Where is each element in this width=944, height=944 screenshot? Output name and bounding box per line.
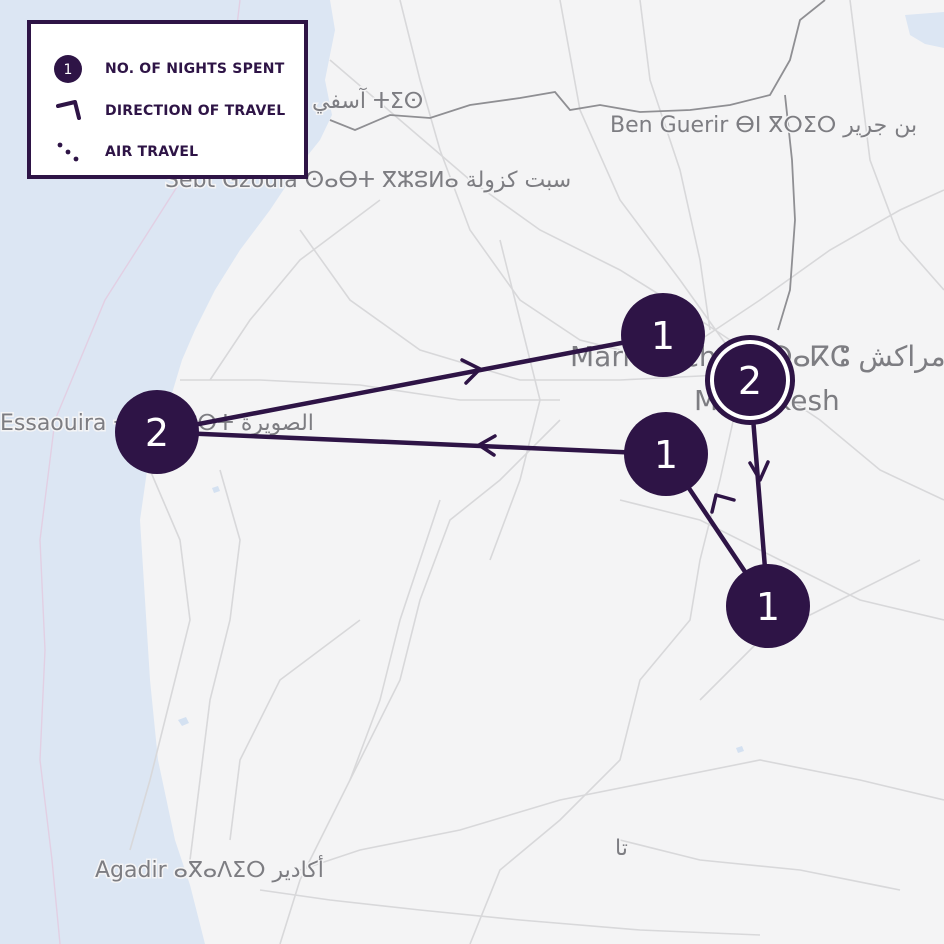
- legend-direction-label: DIRECTION OF TRAVEL: [105, 103, 286, 119]
- legend-row-direction: DIRECTION OF TRAVEL: [31, 96, 285, 126]
- direction-chevron-icon: [56, 100, 81, 120]
- label-safi: آسفي ⵜⵉⵙ: [312, 87, 423, 114]
- legend-nights-label: NO. OF NIGHTS SPENT: [105, 61, 285, 77]
- atlantic-ocean: [0, 0, 335, 944]
- route-essaouira-to-north: [154, 332, 666, 435]
- label-ben-guerir: Ben Guerir ⴱⵏ ⴳⵔⵉⵔ بن جرير: [610, 113, 917, 138]
- stop-marker: [621, 293, 705, 377]
- label-ta: تا: [615, 836, 628, 861]
- stop-nights: 1: [654, 433, 678, 477]
- map-legend: 1 NO. OF NIGHTS SPENT DIRECTION OF TRAVE…: [27, 20, 308, 179]
- stop-nights: 2: [738, 359, 762, 403]
- legend-row-air: AIR TRAVEL: [31, 137, 198, 167]
- route-west-to-essaouira: [154, 429, 669, 457]
- stop-marker: [726, 564, 810, 648]
- direction-arrow-south: [748, 460, 770, 482]
- stop-marrakesh-west[interactable]: 1: [624, 412, 708, 496]
- label-sebt-gzoula: Sebt Gzoula ⵙⴰⴱⵜ ⴳⵣⵓⵍⴰ سبت كزولة: [165, 168, 571, 193]
- direction-arrow-east: [460, 358, 482, 385]
- stop-marrakesh[interactable]: 2: [705, 335, 795, 425]
- regional-border: [329, 0, 826, 331]
- direction-arrow-west: [477, 434, 497, 457]
- stop-essaouira[interactable]: 2: [115, 390, 199, 474]
- small-lake-3: [212, 486, 220, 493]
- stop-nights: 2: [145, 411, 169, 455]
- small-lake-2: [736, 746, 744, 753]
- legend-nights-symbol: 1: [31, 54, 105, 84]
- small-lake: [178, 717, 189, 726]
- air-travel-dots-icon: [57, 142, 79, 162]
- direction-arrows: [460, 358, 770, 514]
- stop-south-of-marrakesh[interactable]: 1: [726, 564, 810, 648]
- direction-arrow-northwest: [710, 493, 736, 514]
- svg-text:1: 1: [64, 62, 73, 78]
- stop-marker: [624, 412, 708, 496]
- stop-nights: 1: [651, 314, 675, 358]
- label-agadir: Agadir ⴰⴳⴰⴷⵉⵔ أكادير: [95, 855, 324, 883]
- stop-marker: [115, 390, 199, 474]
- legend-row-nights: 1 NO. OF NIGHTS SPENT: [31, 54, 284, 84]
- stop-marrakesh-north[interactable]: 1: [621, 293, 705, 377]
- road-network: [129, 0, 944, 944]
- stop-marker: [714, 344, 786, 416]
- stop-nights: 1: [756, 585, 780, 629]
- nights-circle-icon: 1: [54, 55, 82, 83]
- legend-air-symbol: [31, 137, 105, 167]
- legend-direction-symbol: [31, 96, 105, 126]
- legend-air-label: AIR TRAVEL: [105, 144, 199, 160]
- lake-top-right: [905, 12, 944, 48]
